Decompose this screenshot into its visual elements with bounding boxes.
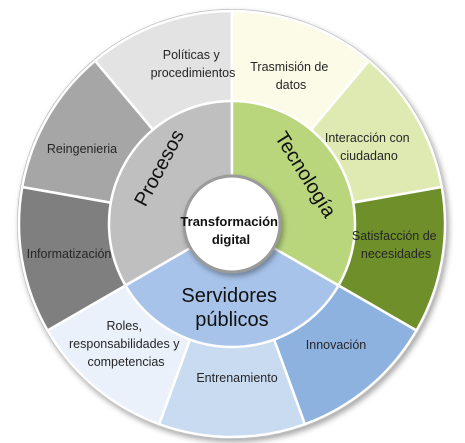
ring-label-servidores-line2: públicos — [195, 309, 268, 331]
label-trasmision-line2: datos — [276, 78, 307, 92]
label-trasmision: Trasmisión de datos — [250, 60, 332, 92]
label-politicas-line2: procedimientos — [151, 66, 236, 80]
label-roles-line3: competencias — [87, 355, 164, 369]
ring-label-servidores: Servidores públicos — [181, 285, 282, 331]
center-label-line2: digital — [212, 232, 250, 247]
label-roles-line2: responsabilidades y — [69, 337, 180, 351]
label-satisfaccion-line2: necesidades — [361, 247, 431, 261]
center-label-line1: Transformación — [180, 214, 278, 229]
ring-label-servidores-line1: Servidores — [181, 285, 277, 307]
label-trasmision-line1: Trasmisión de — [250, 60, 328, 74]
label-interaccion: Interacción con ciudadano — [325, 131, 413, 163]
label-informatizacion: Informatización — [27, 247, 112, 261]
label-interaccion-line1: Interacción con — [325, 131, 410, 145]
label-reingenieria-line1: Reingenieria — [47, 142, 117, 156]
center-circle — [182, 174, 282, 274]
label-reingenieria: Reingenieria — [47, 142, 117, 156]
label-interaccion-line2: ciudadano — [340, 149, 398, 163]
middle-ring — [107, 99, 357, 349]
label-politicas: Políticas y procedimientos — [151, 48, 236, 80]
label-entrenamiento-line1: Entrenamiento — [196, 371, 277, 385]
label-innovacion-line1: Innovación — [306, 338, 367, 352]
label-roles: Roles, responsabilidades y competencias — [69, 319, 183, 369]
label-roles-line1: Roles, — [107, 319, 142, 333]
label-innovacion: Innovación — [306, 338, 367, 352]
center-label: Transformación digital — [180, 214, 281, 247]
label-informatizacion-line1: Informatización — [27, 247, 112, 261]
label-satisfaccion: Satisfacción de necesidades — [352, 229, 440, 261]
label-politicas-line1: Políticas y — [163, 48, 221, 62]
label-satisfaccion-line1: Satisfacción de — [352, 229, 437, 243]
label-entrenamiento: Entrenamiento — [196, 371, 277, 385]
